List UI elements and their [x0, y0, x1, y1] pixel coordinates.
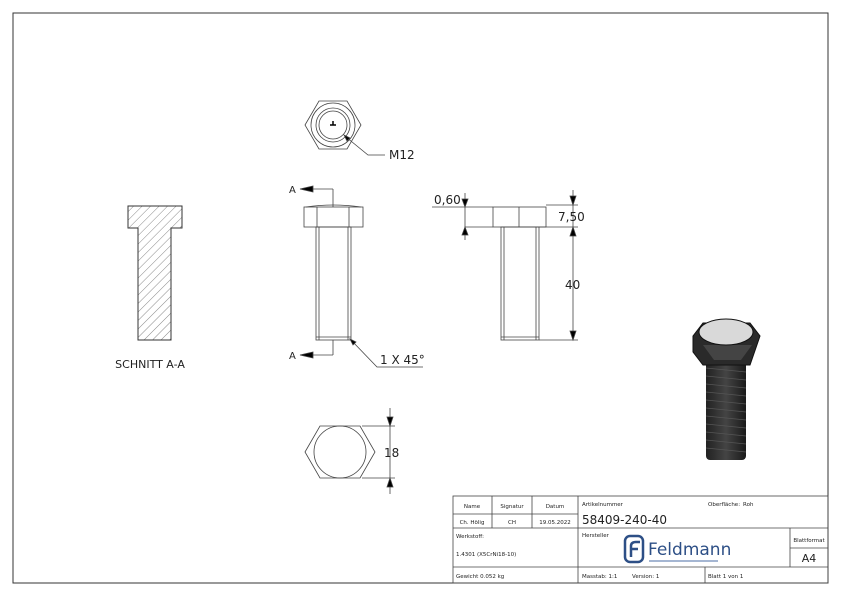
signature-label: Signatur: [500, 504, 524, 510]
logo-text: Feldmann: [648, 540, 731, 560]
surface-value: Roh: [743, 502, 754, 508]
sheet-number: Blatt 1 von 1: [708, 574, 743, 580]
section-label: SCHNITT A-A: [115, 358, 185, 371]
surface-label: Oberfläche:: [708, 502, 740, 508]
sheet-format-value: A4: [802, 552, 817, 565]
dim-length: 40: [565, 278, 580, 292]
thread-callout: M12: [389, 148, 415, 162]
dim-across-flats: 18: [384, 446, 399, 460]
dim-head-height: 7,50: [558, 210, 585, 224]
scale: Masstab: 1:1: [582, 574, 617, 580]
side-view: [432, 190, 578, 342]
article-number: 58409-240-40: [582, 513, 667, 527]
name-value: Ch. Hölig: [460, 520, 485, 526]
material-label: Werkstoff:: [456, 534, 484, 540]
bottom-view: [304, 408, 395, 494]
name-label: Name: [464, 504, 481, 510]
manufacturer-label: Hersteller: [582, 533, 610, 539]
sheet-format-label: Blattformat: [793, 538, 825, 544]
date-label: Datum: [546, 504, 565, 510]
top-view: [304, 100, 385, 156]
title-block: [452, 495, 829, 584]
signature-value: CH: [508, 520, 516, 526]
front-view: [299, 185, 423, 368]
dim-head-chamfer: 0,60: [434, 193, 461, 207]
material-value: 1.4301 (X5CrNi18-10): [456, 552, 516, 558]
chamfer-callout: 1 X 45°: [380, 353, 425, 367]
weight: Gewicht 0.052 kg: [456, 574, 504, 580]
article-label: Artikelnummer: [582, 502, 624, 508]
section-marker-top: A: [289, 185, 296, 196]
bolt-3d-render: [692, 318, 761, 460]
section-marker-bottom: A: [289, 351, 296, 362]
version: Version: 1: [632, 574, 659, 580]
feldmann-logo: Feldmann: [623, 534, 731, 564]
drawing-frame: [12, 12, 829, 584]
date-value: 19.05.2022: [539, 520, 571, 526]
section-view: SCHNITT A-A: [115, 205, 185, 371]
